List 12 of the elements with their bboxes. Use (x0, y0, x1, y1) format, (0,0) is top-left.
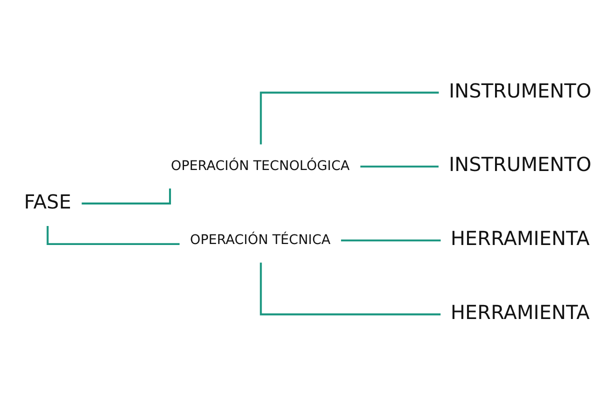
node-text: HERRAMIENTA (450, 226, 590, 250)
node-text: OPERACIÓN TECNOLÓGICA (170, 158, 350, 174)
connector (260, 91, 439, 144)
node-text: INSTRUMENTO (448, 152, 592, 176)
connector (360, 165, 439, 168)
node-text: INSTRUMENTO (448, 78, 592, 102)
node-text: OPERACIÓN TÉCNICA (190, 232, 331, 248)
connector (46, 225, 180, 245)
connector (260, 262, 441, 315)
node-text: FASE (24, 190, 72, 214)
connector (341, 238, 441, 241)
node-text: HERRAMIENTA (450, 300, 590, 324)
